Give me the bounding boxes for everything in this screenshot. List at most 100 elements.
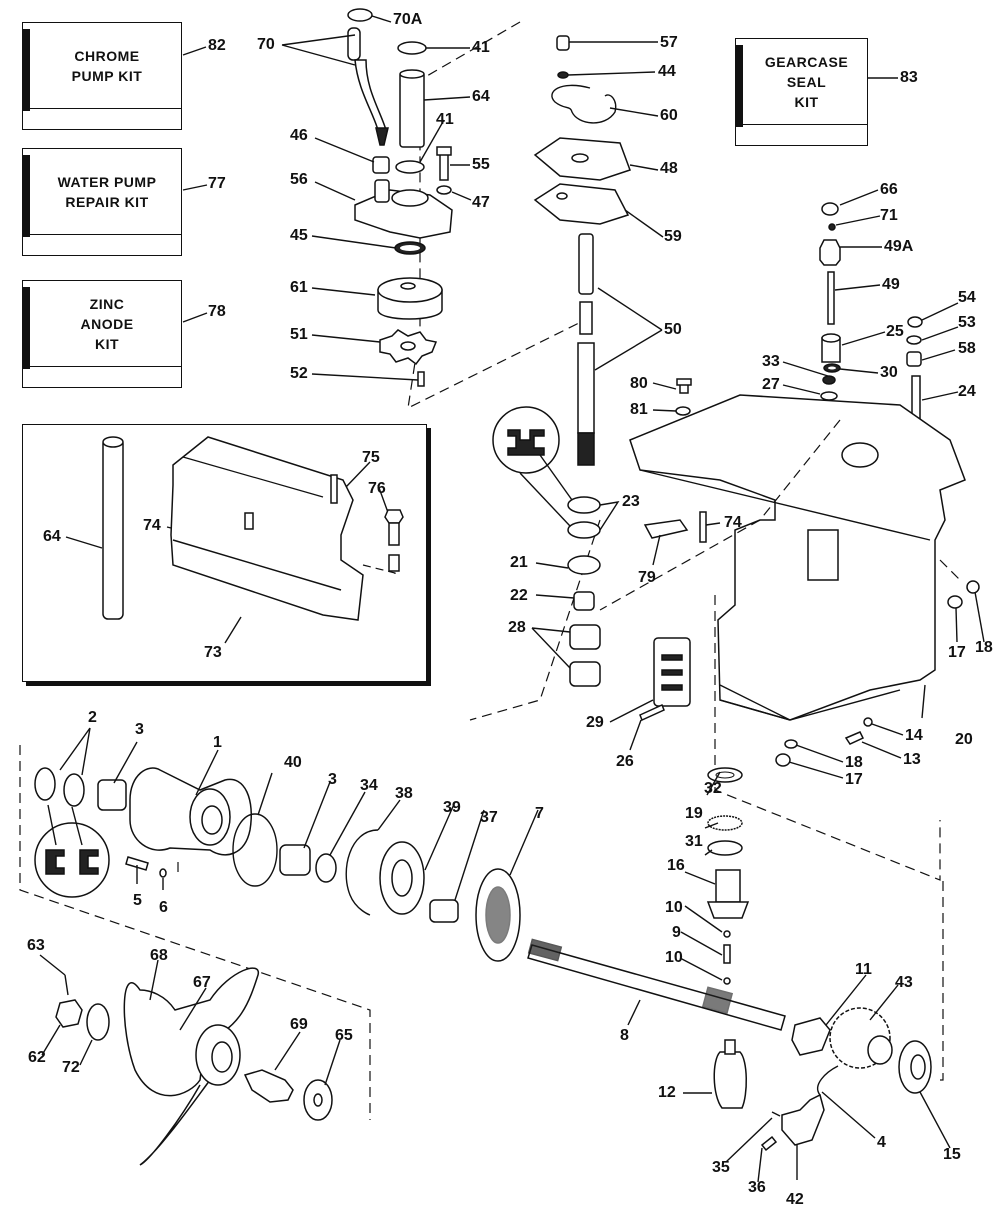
callout-71[interactable]: 71 [880,207,898,224]
callout-51[interactable]: 51 [290,326,308,343]
callout-29[interactable]: 29 [586,714,604,731]
callout-2[interactable]: 2 [88,709,97,726]
callout-65[interactable]: 65 [335,1027,353,1044]
callout-28[interactable]: 28 [508,619,526,636]
callout-59[interactable]: 59 [664,228,682,245]
callout-49[interactable]: 49 [882,276,900,293]
callout-37[interactable]: 37 [480,809,498,826]
callout-80[interactable]: 80 [630,375,648,392]
callout-17[interactable]: 17 [948,644,966,661]
callout-76[interactable]: 76 [368,480,386,497]
callout-33[interactable]: 33 [762,353,780,370]
callout-22[interactable]: 22 [510,587,528,604]
callout-52[interactable]: 52 [290,365,308,382]
callout-32[interactable]: 32 [704,780,722,797]
callout-67[interactable]: 67 [193,974,211,991]
callout-61[interactable]: 61 [290,279,308,296]
callout-26[interactable]: 26 [616,753,634,770]
callout-18[interactable]: 18 [975,639,993,656]
callout-54[interactable]: 54 [958,289,976,306]
callout-79[interactable]: 79 [638,569,656,586]
kit-box-gearcase-seal[interactable]: GEARCASE SEAL KIT [734,38,868,146]
callout-40[interactable]: 40 [284,754,302,771]
callout-64[interactable]: 64 [472,88,490,105]
callout-9[interactable]: 9 [672,924,681,941]
callout-27[interactable]: 27 [762,376,780,393]
callout-16[interactable]: 16 [667,857,685,874]
kit-box-water-pump-repair[interactable]: WATER PUMP REPAIR KIT [21,148,182,256]
callout-68[interactable]: 68 [150,947,168,964]
callout-11[interactable]: 11 [855,961,872,978]
callout-3[interactable]: 3 [135,721,144,738]
callout-15[interactable]: 15 [943,1146,961,1163]
callout-24[interactable]: 24 [958,383,976,400]
callout-47[interactable]: 47 [472,194,490,211]
callout-63[interactable]: 63 [27,937,45,954]
callout-4[interactable]: 4 [877,1134,886,1151]
callout-72[interactable]: 72 [62,1059,80,1076]
callout-23[interactable]: 23 [622,493,640,510]
callout-35[interactable]: 35 [712,1159,730,1176]
callout-20[interactable]: 20 [955,731,973,748]
callout-46[interactable]: 46 [290,127,308,144]
callout-38[interactable]: 38 [395,785,413,802]
callout-70[interactable]: 70 [257,36,275,53]
callout-70a[interactable]: 70A [393,11,423,28]
callout-25[interactable]: 25 [886,323,904,340]
callout-83[interactable]: 83 [900,69,918,86]
callout-82[interactable]: 82 [208,37,226,54]
part-50-driveshaft-upper [578,233,594,295]
callout-42[interactable]: 42 [786,1191,804,1208]
callout-6[interactable]: 6 [159,899,168,916]
callout-18[interactable]: 18 [845,754,863,771]
callout-31[interactable]: 31 [685,833,703,850]
callout-34[interactable]: 34 [360,777,378,794]
callout-39[interactable]: 39 [443,799,461,816]
part-9-spring [723,944,731,964]
callout-43[interactable]: 43 [895,974,913,991]
callout-10[interactable]: 10 [665,949,683,966]
callout-58[interactable]: 58 [958,340,976,357]
callout-12[interactable]: 12 [658,1084,676,1101]
callout-45[interactable]: 45 [290,227,308,244]
callout-50[interactable]: 50 [664,321,682,338]
callout-81[interactable]: 81 [630,401,648,418]
callout-56[interactable]: 56 [290,171,308,188]
callout-77[interactable]: 77 [208,175,226,192]
callout-44[interactable]: 44 [658,63,676,80]
callout-60[interactable]: 60 [660,107,678,124]
callout-53[interactable]: 53 [958,314,976,331]
callout-5[interactable]: 5 [133,892,142,909]
callout-69[interactable]: 69 [290,1016,308,1033]
callout-21[interactable]: 21 [510,554,528,571]
callout-57[interactable]: 57 [660,34,678,51]
callout-48[interactable]: 48 [660,160,678,177]
callout-75[interactable]: 75 [362,449,380,466]
callout-8[interactable]: 8 [620,1027,629,1044]
callout-66[interactable]: 66 [880,181,898,198]
callout-19[interactable]: 19 [685,805,703,822]
callout-41[interactable]: 41 [472,39,490,56]
callout-49a[interactable]: 49A [884,238,914,255]
callout-1[interactable]: 1 [213,734,222,751]
callout-64[interactable]: 64 [43,528,61,545]
callout-36[interactable]: 36 [748,1179,766,1196]
callout-3[interactable]: 3 [328,771,337,788]
callout-74[interactable]: 74 [724,514,742,531]
callout-41[interactable]: 41 [436,111,454,128]
callout-10[interactable]: 10 [665,899,683,916]
callout-17[interactable]: 17 [845,771,863,788]
callout-30[interactable]: 30 [880,364,898,381]
callout-78[interactable]: 78 [208,303,226,320]
callout-62[interactable]: 62 [28,1049,46,1066]
callout-73[interactable]: 73 [204,644,222,661]
kit-box-chrome-pump[interactable]: CHROME PUMP KIT [21,22,182,130]
kit-box-zinc-anode[interactable]: ZINC ANODE KIT [21,280,182,388]
callout-14[interactable]: 14 [905,727,923,744]
part-41-oring-lower [395,160,425,174]
callout-7[interactable]: 7 [535,805,544,822]
part-3-bearing-outer [97,779,127,811]
callout-55[interactable]: 55 [472,156,490,173]
callout-13[interactable]: 13 [903,751,921,768]
callout-74[interactable]: 74 [143,517,161,534]
